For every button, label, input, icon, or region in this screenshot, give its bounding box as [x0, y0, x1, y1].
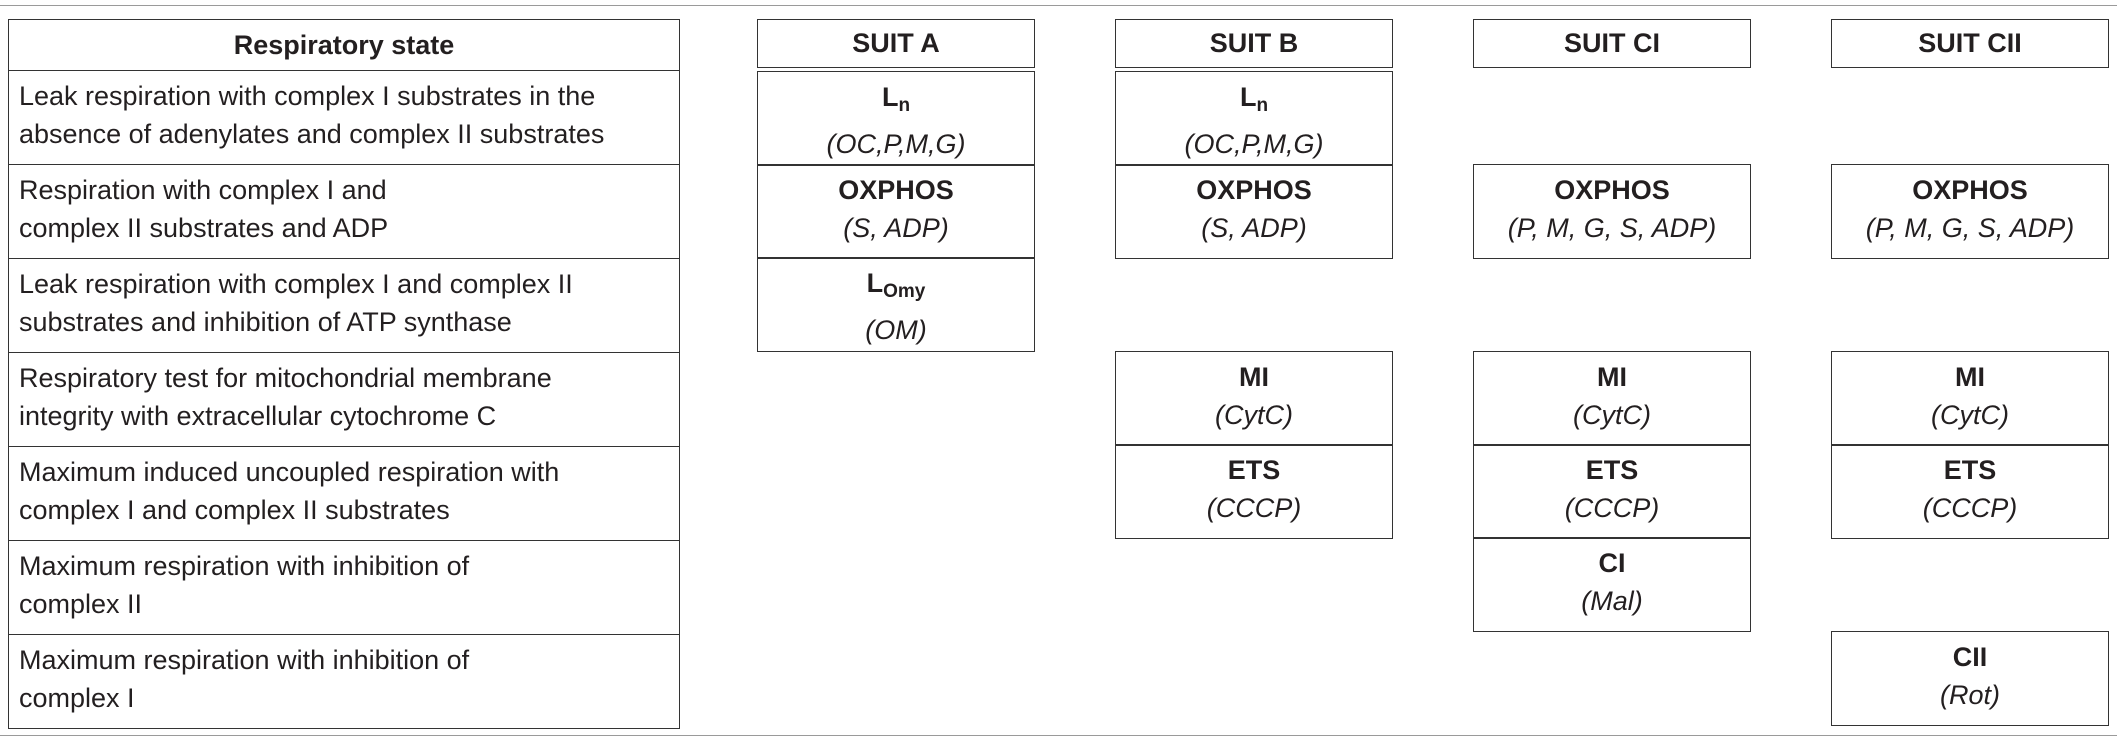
suit-cii-cii-agents: (Rot): [1940, 680, 2000, 710]
state-row-1: Leak respiration with complex I substrat…: [9, 71, 679, 165]
state-row-5-line-2: complex I and complex II substrates: [19, 495, 450, 525]
suit-cii-mi-cell: MI (CytC): [1831, 351, 2109, 446]
state-row-3-line-2: substrates and inhibition of ATP synthas…: [19, 307, 512, 337]
state-row-4: Respiratory test for mitochondrial membr…: [9, 353, 679, 447]
suit-a-leak-n-cell: Ln (OC,P,M,G): [757, 71, 1035, 166]
suit-cii-ets-cell: ETS (CCCP): [1831, 444, 2109, 539]
state-row-7: Maximum respiration with inhibition of co…: [9, 635, 679, 728]
suit-cii-oxphos-agents: (P, M, G, S, ADP): [1865, 213, 2075, 243]
suit-a-header: SUIT A: [757, 19, 1035, 68]
suit-cii-oxphos-cell: OXPHOS (P, M, G, S, ADP): [1831, 164, 2109, 259]
state-row-4-line-2: integrity with extracellular cytochrome …: [19, 401, 497, 431]
suit-ci-header: SUIT CI: [1473, 19, 1751, 68]
state-row-2-line-1: Respiration with complex I and: [19, 175, 387, 205]
state-row-1-line-1: Leak respiration with complex I substrat…: [19, 81, 596, 111]
suit-a-leak-omy-symbol: L: [866, 268, 884, 298]
bottom-rule: [0, 735, 2117, 736]
state-row-2-line-2: complex II substrates and ADP: [19, 213, 389, 243]
suit-b-oxphos-agents: (S, ADP): [1201, 213, 1307, 243]
suit-b-mi-name: MI: [1239, 362, 1269, 392]
suit-a-leak-omy-agents: (OM): [865, 315, 927, 345]
suit-b-leak-n-cell: Ln (OC,P,M,G): [1115, 71, 1393, 166]
suit-ci-oxphos-cell: OXPHOS (P, M, G, S, ADP): [1473, 164, 1751, 259]
respiratory-state-column: Respiratory state Leak respiration with …: [8, 19, 680, 729]
suit-ci-mi-agents: (CytC): [1573, 400, 1651, 430]
suit-ci-ets-agents: (CCCP): [1564, 493, 1660, 523]
suit-a-oxphos-name: OXPHOS: [838, 175, 954, 205]
state-row-3-line-1: Leak respiration with complex I and comp…: [19, 269, 573, 299]
state-row-4-line-1: Respiratory test for mitochondrial membr…: [19, 363, 552, 393]
state-row-7-line-2: complex I: [19, 683, 135, 713]
state-row-6: Maximum respiration with inhibition of co…: [9, 541, 679, 635]
suit-ci-ets-cell: ETS (CCCP): [1473, 444, 1751, 539]
suit-b-oxphos-name: OXPHOS: [1196, 175, 1312, 205]
suit-ci-ci-name: CI: [1598, 548, 1626, 578]
suit-cii-cii-cell: CII (Rot): [1831, 631, 2109, 726]
suit-a-leak-n-name: Ln: [758, 78, 1034, 125]
state-row-1-line-2: absence of adenylates and complex II sub…: [19, 119, 605, 149]
suit-b-leak-n-subscript: n: [1256, 95, 1269, 116]
suit-a-leak-n-symbol: L: [881, 82, 899, 112]
state-row-5: Maximum induced uncoupled respiration wi…: [9, 447, 679, 541]
suit-cii-cii-name: CII: [1952, 642, 1988, 672]
state-row-5-line-1: Maximum induced uncoupled respiration wi…: [19, 457, 560, 487]
suit-cii-mi-agents: (CytC): [1931, 400, 2009, 430]
suit-a-leak-omy-cell: LOmy (OM): [757, 257, 1035, 352]
state-row-7-line-1: Maximum respiration with inhibition of: [19, 645, 470, 675]
suit-ci-oxphos-name: OXPHOS: [1554, 175, 1670, 205]
suit-b-leak-n-name: Ln: [1116, 78, 1392, 125]
suit-cii-oxphos-name: OXPHOS: [1912, 175, 2028, 205]
suit-b-ets-name: ETS: [1227, 455, 1281, 485]
suit-b-ets-cell: ETS (CCCP): [1115, 444, 1393, 539]
suit-b-mi-agents: (CytC): [1215, 400, 1293, 430]
suit-cii-header: SUIT CII: [1831, 19, 2109, 68]
suit-cii-ets-agents: (CCCP): [1922, 493, 2018, 523]
suit-b-mi-cell: MI (CytC): [1115, 351, 1393, 446]
state-row-3: Leak respiration with complex I and comp…: [9, 259, 679, 353]
suit-ci-ci-agents: (Mal): [1581, 586, 1643, 616]
suit-ci-ci-cell: CI (Mal): [1473, 537, 1751, 632]
state-row-6-line-2: complex II: [19, 589, 143, 619]
suit-b-header: SUIT B: [1115, 19, 1393, 68]
suit-a-leak-n-subscript: n: [898, 95, 911, 116]
state-row-6-line-1: Maximum respiration with inhibition of: [19, 551, 470, 581]
respiratory-state-header: Respiratory state: [9, 20, 679, 71]
suit-ci-oxphos-agents: (P, M, G, S, ADP): [1507, 213, 1717, 243]
suit-cii-ets-name: ETS: [1943, 455, 1997, 485]
suit-ci-ets-name: ETS: [1585, 455, 1639, 485]
suit-a-oxphos-agents: (S, ADP): [843, 213, 949, 243]
suit-ci-mi-name: MI: [1597, 362, 1627, 392]
suit-a-oxphos-cell: OXPHOS (S, ADP): [757, 164, 1035, 259]
suit-a-leak-omy-name: LOmy: [758, 264, 1034, 311]
suit-a-leak-n-agents: (OC,P,M,G): [826, 129, 966, 159]
top-rule: [0, 5, 2117, 6]
suit-b-ets-agents: (CCCP): [1206, 493, 1302, 523]
suit-a-leak-omy-subscript: Omy: [883, 281, 926, 302]
suit-cii-mi-name: MI: [1955, 362, 1985, 392]
suit-b-leak-n-agents: (OC,P,M,G): [1184, 129, 1324, 159]
suit-b-oxphos-cell: OXPHOS (S, ADP): [1115, 164, 1393, 259]
suit-ci-mi-cell: MI (CytC): [1473, 351, 1751, 446]
suit-b-leak-n-symbol: L: [1239, 82, 1257, 112]
state-row-2: Respiration with complex I and complex II…: [9, 165, 679, 259]
